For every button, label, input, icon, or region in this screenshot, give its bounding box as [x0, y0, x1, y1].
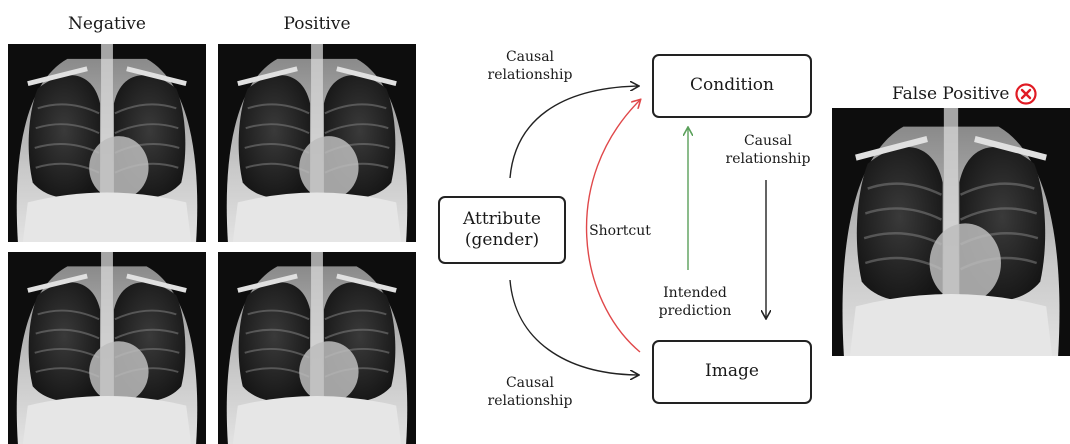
image-node: Image [652, 340, 812, 404]
attribute-node: Attribute (gender) [438, 196, 566, 264]
image-label: Image [705, 361, 759, 382]
xray-false-positive [832, 108, 1070, 356]
false-positive-title: False Positive [892, 83, 1037, 105]
xray-negative-1 [8, 44, 206, 242]
attribute-label: Attribute [463, 209, 541, 230]
positive-column-title: Positive [218, 14, 416, 34]
negative-column-title: Negative [8, 14, 206, 34]
x-circle-icon [1015, 83, 1037, 105]
arrow-attribute-to-image [510, 280, 638, 375]
xray-positive-1 [218, 44, 416, 242]
false-positive-label: False Positive [892, 84, 1009, 104]
attribute-sublabel: (gender) [465, 230, 539, 251]
xray-negative-2 [8, 252, 206, 444]
shortcut-label: Shortcut [580, 222, 660, 240]
condition-node: Condition [652, 54, 812, 118]
condition-label: Condition [690, 75, 774, 96]
xray-positive-2 [218, 252, 416, 444]
arrow-attribute-to-condition [510, 86, 638, 178]
